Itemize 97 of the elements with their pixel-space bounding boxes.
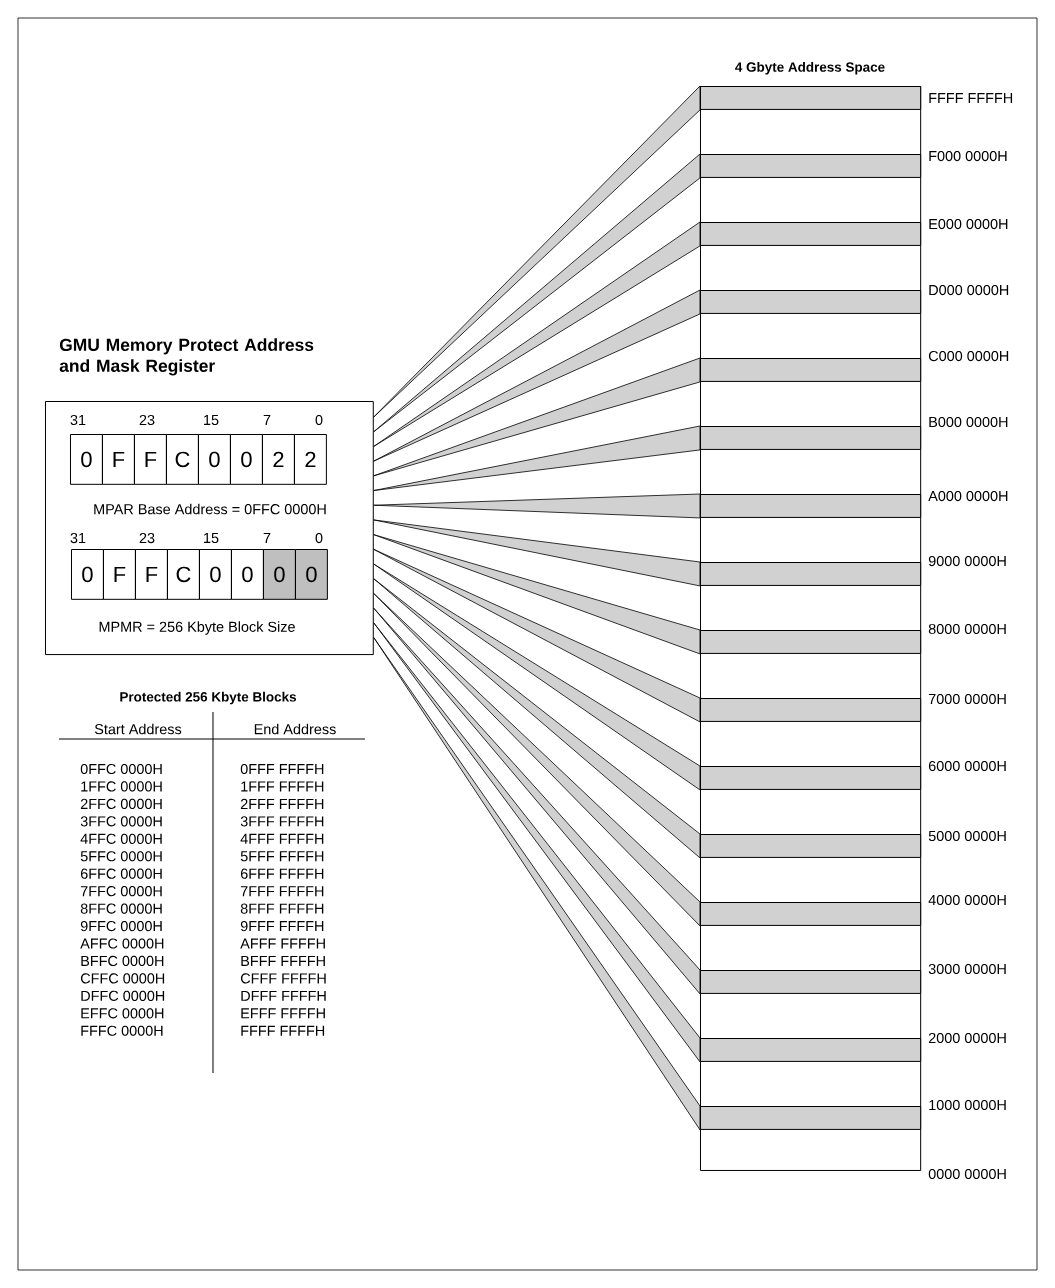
table-cell: 1FFF FFFFH bbox=[241, 781, 324, 792]
register-cell: 0 bbox=[199, 549, 232, 600]
address-label: 0000 0000H bbox=[928, 1168, 1006, 1180]
mapping-wedge bbox=[373, 85, 701, 418]
address-label: FFFF FFFFH bbox=[929, 93, 1013, 103]
table-cell: CFFC 0000H bbox=[80, 973, 165, 984]
table-title: Protected 256 Kbyte Blocks bbox=[120, 691, 296, 705]
address-label: 1000 0000H bbox=[929, 1099, 1006, 1111]
table-cell: DFFF FFFFH bbox=[241, 990, 326, 1001]
register-cell: 0 bbox=[198, 434, 231, 485]
register-heading: GMU Memory Protect Address and Mask Register bbox=[59, 338, 314, 376]
address-label: C000 0000H bbox=[928, 350, 1009, 362]
table-cell: 7FFC 0000H bbox=[80, 886, 162, 897]
bit-number: 31 bbox=[70, 532, 86, 544]
table-cell: 0FFC 0000H bbox=[80, 763, 162, 775]
mapping-wedge bbox=[373, 153, 701, 433]
table-cell: 8FFC 0000H bbox=[80, 903, 162, 914]
bit-number: 23 bbox=[139, 532, 155, 544]
mapping-wedge bbox=[373, 221, 701, 447]
table-cell: 9FFF FFFFH bbox=[240, 920, 324, 932]
table-cell: 2FFF FFFFH bbox=[240, 798, 324, 809]
address-label: D000 0000H bbox=[929, 284, 1009, 296]
bit-number: 0 bbox=[315, 532, 323, 544]
table-cell: 7FFF FFFFH bbox=[240, 886, 324, 897]
table-cell: FFFC 0000H bbox=[81, 1025, 163, 1036]
mapping-wedge bbox=[373, 519, 701, 587]
table-cell: 1FFC 0000H bbox=[81, 781, 162, 792]
table-cell: EFFF FFFFH bbox=[241, 1008, 325, 1019]
register-cell: 0 bbox=[70, 434, 103, 485]
mapping-wedge bbox=[373, 425, 701, 491]
address-label: 5000 0000H bbox=[928, 830, 1006, 842]
bit-number: 15 bbox=[204, 414, 219, 426]
register-cell: 0 bbox=[295, 549, 328, 600]
mapping-wedge bbox=[373, 578, 701, 859]
table-cell: 3FFC 0000H bbox=[80, 816, 162, 827]
table-cell: DFFC 0000H bbox=[81, 990, 165, 1001]
table-cell: AFFF FFFFH bbox=[240, 938, 325, 949]
mapping-wedge bbox=[373, 534, 701, 655]
register-cell: 2 bbox=[262, 434, 295, 485]
address-label: B000 0000H bbox=[929, 416, 1008, 428]
bit-number: 0 bbox=[315, 414, 323, 426]
table-cell: 9FFC 0000H bbox=[80, 920, 162, 932]
mapping-wedge bbox=[373, 607, 701, 995]
address-label: F000 0000H bbox=[929, 150, 1007, 162]
address-label: 4000 0000H bbox=[928, 894, 1006, 906]
table-cell: 4FFF FFFFH bbox=[240, 833, 324, 844]
table-cell: 6FFF FFFFH bbox=[240, 868, 324, 879]
column-title: 4 Gbyte Address Space bbox=[735, 61, 885, 75]
register-cell: F bbox=[135, 549, 168, 600]
table-cell: EFFC 0000H bbox=[81, 1008, 164, 1019]
register-cell: C bbox=[167, 549, 200, 600]
bit-number: 31 bbox=[70, 414, 86, 426]
bit-number: 15 bbox=[204, 532, 219, 544]
table-cell: 3FFF FFFFH bbox=[240, 816, 324, 827]
table-cell: 4FFC 0000H bbox=[80, 833, 162, 844]
address-label: 6000 0000H bbox=[928, 760, 1006, 772]
table-cell: 2FFC 0000H bbox=[80, 798, 162, 809]
column-header: End Address bbox=[254, 723, 336, 735]
bit-number: 7 bbox=[263, 415, 271, 425]
address-label: A000 0000H bbox=[928, 490, 1008, 502]
mapping-wedge bbox=[373, 493, 701, 519]
mapping-wedge bbox=[373, 357, 701, 477]
address-label: 9000 0000H bbox=[928, 555, 1006, 567]
table-cell: CFFF FFFFH bbox=[240, 973, 326, 984]
mapping-wedge bbox=[373, 593, 701, 927]
table-cell: 0FFF FFFFH bbox=[240, 763, 324, 775]
address-label: 7000 0000H bbox=[928, 693, 1006, 705]
mapping-wedge bbox=[373, 622, 701, 1063]
register-cell: 0 bbox=[71, 549, 104, 600]
address-label: 8000 0000H bbox=[928, 623, 1006, 635]
node-label: MPAR Base Address = 0FFC 0000H bbox=[94, 503, 326, 515]
table-cell: 8FFF FFFFH bbox=[240, 903, 324, 914]
table-cell: 5FFF FFFFH bbox=[240, 851, 324, 862]
table-cell: 5FFC 0000H bbox=[80, 851, 162, 862]
table-cell: 6FFC 0000H bbox=[80, 868, 162, 879]
table-cell: BFFC 0000H bbox=[81, 955, 164, 967]
register-cell: C bbox=[166, 434, 199, 485]
register-cell: 0 bbox=[230, 434, 263, 485]
bit-number: 7 bbox=[263, 533, 271, 543]
mapping-wedge bbox=[373, 289, 701, 462]
mapping-wedge bbox=[373, 637, 701, 1131]
table-cell: FFFF FFFFH bbox=[241, 1025, 325, 1036]
column-header: Start Address bbox=[94, 723, 182, 735]
table-cell: BFFF FFFFH bbox=[241, 956, 325, 966]
register-cell: F bbox=[134, 434, 167, 485]
register-cell: 2 bbox=[294, 434, 327, 485]
mapping-wedge bbox=[373, 563, 701, 791]
table-cell: AFFC 0000H bbox=[80, 938, 164, 949]
address-label: 2000 0000H bbox=[928, 1032, 1006, 1044]
register-cell: 0 bbox=[263, 549, 296, 600]
register-cell: F bbox=[102, 434, 135, 485]
register-cell: F bbox=[103, 549, 136, 600]
mapping-wedge bbox=[373, 548, 701, 723]
address-label: 3000 0000H bbox=[928, 963, 1006, 975]
address-label: E000 0000H bbox=[929, 218, 1008, 230]
node-label: MPMR = 256 Kbyte Block Size bbox=[99, 621, 295, 635]
bit-number: 23 bbox=[139, 414, 155, 426]
